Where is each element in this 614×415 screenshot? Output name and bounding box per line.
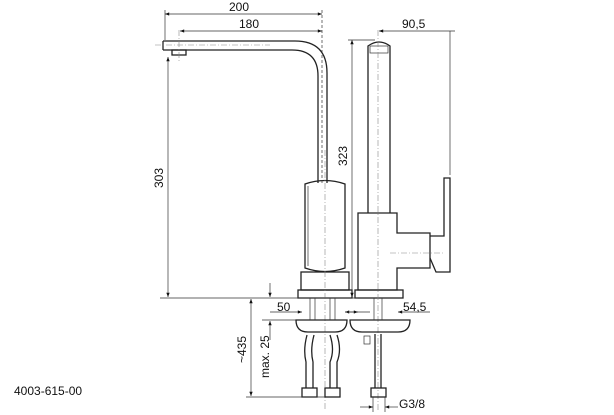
side-view [354,30,451,410]
dim-base-side: 54,5 [403,300,427,314]
dim-base-front: 50 [277,300,291,314]
dim-total-height: 323 [336,146,350,166]
dim-connection-thread: G3/8 [399,397,425,411]
dim-overall-reach: 200 [229,0,249,14]
dim-hose-length: ~435 [235,336,249,363]
dim-spout-height: 303 [152,168,166,188]
dim-depth: 90,5 [402,17,426,31]
part-number: 4003-615-00 [14,384,83,398]
dim-spout-reach: 180 [239,17,259,31]
dim-max-counter-thickness: max. 25 [258,335,272,378]
front-view [155,30,353,410]
faucet-body-side [357,212,431,291]
dimension-lines [160,10,455,412]
base-side [354,289,404,299]
mounting-hardware [295,298,411,398]
lever-handle [429,177,451,273]
faucet-body-front [304,179,346,273]
